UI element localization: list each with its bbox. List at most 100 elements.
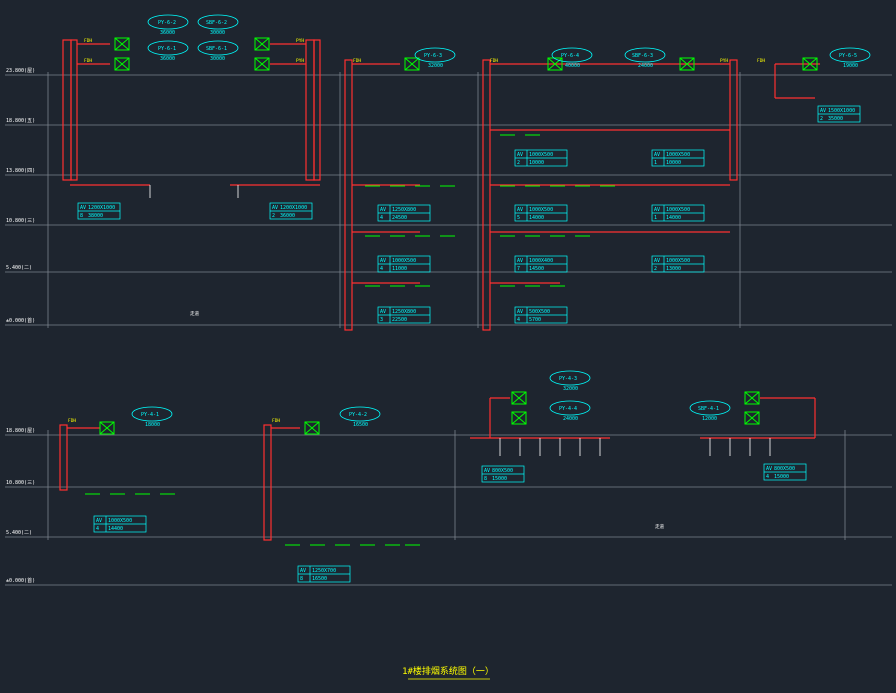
valve-tag: PYH: [296, 58, 304, 64]
level-label: 18.800(五): [6, 118, 35, 124]
svg-text:1200X1000: 1200X1000: [280, 205, 307, 211]
floor-lines: [5, 72, 892, 586]
level-label: ±0.000(首): [6, 317, 35, 324]
level-label: 23.800(屋): [6, 68, 35, 74]
svg-text:8: 8: [484, 476, 487, 482]
fan-symbols: [99, 37, 818, 435]
svg-text:1000X500: 1000X500: [666, 152, 690, 158]
svg-text:1000X500: 1000X500: [529, 152, 553, 158]
unit-airflow: 24000: [638, 63, 653, 69]
svg-text:4: 4: [380, 215, 383, 221]
svg-text:15000: 15000: [774, 474, 789, 480]
unit-airflow: 16500: [353, 422, 368, 428]
area-label: 走道: [190, 310, 199, 317]
unit-name: PY-6-5: [839, 53, 857, 59]
svg-text:8: 8: [300, 576, 303, 582]
svg-text:1: 1: [654, 160, 657, 166]
svg-text:1250X800: 1250X800: [392, 309, 416, 315]
fire-damper-tag: FDH: [353, 58, 361, 64]
svg-text:AV: AV: [654, 207, 660, 213]
unit-callout: SBF-6-1 30000: [197, 40, 239, 62]
svg-text:AV: AV: [766, 466, 772, 472]
unit-callout: PY-6-2 36000: [147, 14, 189, 36]
svg-text:8: 8: [80, 213, 83, 219]
fire-damper-tag: FDH: [757, 58, 765, 64]
svg-text:AV: AV: [380, 207, 386, 213]
unit-name: PY-4-1: [141, 412, 159, 418]
svg-text:4: 4: [380, 266, 383, 272]
area-label: 走道: [655, 523, 664, 530]
svg-text:5700: 5700: [529, 317, 541, 323]
unit-airflow: 36000: [160, 30, 175, 36]
level-label: ±0.000(首): [6, 577, 35, 584]
svg-text:1500X1000: 1500X1000: [828, 108, 855, 114]
unit-name: PY-6-2: [158, 20, 176, 26]
svg-text:2: 2: [820, 116, 823, 122]
level-label: 10.800(三): [6, 218, 35, 224]
unit-name: PY-4-2: [349, 412, 367, 418]
tag-labels: FDH FDH PYH PYH FDH FDH PYH FDH FDH FDH …: [68, 38, 765, 530]
svg-text:10000: 10000: [529, 160, 544, 166]
unit-airflow: 32000: [428, 63, 443, 69]
unit-callout: PY-4-1 18000: [131, 406, 173, 428]
svg-text:AV: AV: [517, 309, 523, 315]
svg-text:AV: AV: [517, 258, 523, 264]
unit-airflow: 30000: [210, 56, 225, 62]
svg-text:2: 2: [272, 213, 275, 219]
svg-text:2: 2: [654, 266, 657, 272]
svg-text:AV: AV: [272, 205, 278, 211]
svg-text:14000: 14000: [529, 215, 544, 221]
unit-airflow: 18000: [145, 422, 160, 428]
valve-tag: PYH: [720, 58, 728, 64]
svg-text:4: 4: [517, 317, 520, 323]
svg-text:AV: AV: [380, 309, 386, 315]
svg-text:AV: AV: [96, 518, 102, 524]
fire-damper-tag: FDH: [272, 418, 280, 424]
svg-text:38000: 38000: [88, 213, 103, 219]
unit-name: PY-4-4: [559, 406, 577, 412]
level-label: 10.800(三): [6, 480, 35, 486]
level-label: 18.800(屋): [6, 428, 35, 434]
drawing-title: 1#楼排烟系统图（一）: [402, 665, 494, 677]
svg-text:AV: AV: [517, 207, 523, 213]
svg-text:4: 4: [766, 474, 769, 480]
svg-text:AV: AV: [654, 258, 660, 264]
svg-text:AV: AV: [80, 205, 86, 211]
unit-name: SBF-6-1: [206, 46, 227, 52]
svg-text:AV: AV: [380, 258, 386, 264]
svg-text:10000: 10000: [666, 160, 681, 166]
unit-airflow: 24000: [563, 416, 578, 422]
damper-branches: [85, 134, 615, 546]
svg-text:1250X700: 1250X700: [312, 568, 336, 574]
fire-damper-tag: FDH: [68, 418, 76, 424]
svg-text:16500: 16500: [312, 576, 327, 582]
spec-table: AV 1000X500 1 10000: [651, 149, 705, 167]
unit-airflow: 19000: [843, 63, 858, 69]
svg-text:1000X500: 1000X500: [108, 518, 132, 524]
svg-text:1000X500: 1000X500: [666, 207, 690, 213]
svg-text:1200X1000: 1200X1000: [88, 205, 115, 211]
unit-airflow: 32000: [563, 386, 578, 392]
level-label: 5.400(二): [6, 530, 32, 536]
svg-text:AV: AV: [654, 152, 660, 158]
svg-text:24500: 24500: [392, 215, 407, 221]
fire-damper-tag: FDH: [490, 58, 498, 64]
svg-text:36000: 36000: [280, 213, 295, 219]
fire-damper-tag: FDH: [84, 38, 92, 44]
